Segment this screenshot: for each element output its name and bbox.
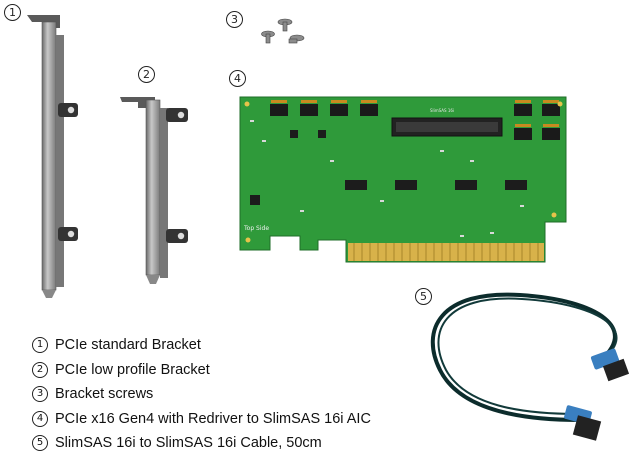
legend-number: 4 xyxy=(32,410,48,427)
legend-item-2: 2 PCIe low profile Bracket xyxy=(32,358,371,383)
board-side-label: Top Side xyxy=(243,225,269,232)
callout-2: 2 xyxy=(138,66,155,83)
legend-item-3: 3 Bracket screws xyxy=(32,382,371,407)
legend-number: 1 xyxy=(32,337,48,354)
legend-text: PCIe standard Bracket xyxy=(55,337,201,354)
board-chip-label: SlimSAS 16i xyxy=(430,108,454,113)
low-profile-bracket xyxy=(120,97,188,284)
callout-4: 4 xyxy=(229,70,246,87)
callout-5: 5 xyxy=(415,288,432,305)
legend-number: 3 xyxy=(32,386,48,403)
legend-number: 2 xyxy=(32,361,48,378)
callout-3: 3 xyxy=(226,11,243,28)
item-legend: 1 PCIe standard Bracket 2 PCIe low profi… xyxy=(32,333,371,456)
pcie-board: SlimSAS 16i Top Side xyxy=(239,96,567,263)
legend-text: PCIe x16 Gen4 with Redriver to SlimSAS 1… xyxy=(55,410,371,427)
legend-text: SlimSAS 16i to SlimSAS 16i Cable, 50cm xyxy=(55,435,322,452)
standard-bracket xyxy=(27,15,78,298)
legend-text: Bracket screws xyxy=(55,386,154,403)
legend-number: 5 xyxy=(32,435,48,452)
bracket-screws xyxy=(261,18,305,44)
callout-1: 1 xyxy=(4,4,21,21)
legend-item-5: 5 SlimSAS 16i to SlimSAS 16i Cable, 50cm xyxy=(32,431,371,456)
legend-item-4: 4 PCIe x16 Gen4 with Redriver to SlimSAS… xyxy=(32,407,371,432)
legend-item-1: 1 PCIe standard Bracket xyxy=(32,333,371,358)
legend-text: PCIe low profile Bracket xyxy=(55,361,210,378)
